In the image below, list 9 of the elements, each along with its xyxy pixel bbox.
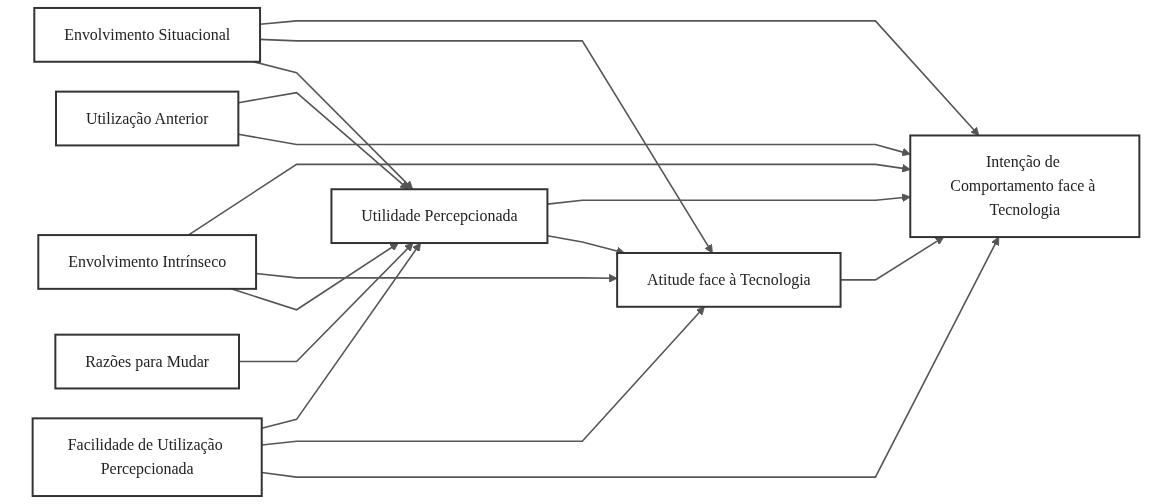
node-box: Intenção de Comportamento face à Tecnologia (909, 134, 1141, 239)
node-box: Facilidade de Utilização Percepcionada (31, 417, 263, 498)
node-box: Utilidade Percepcionada (330, 188, 549, 245)
node-box: Razões para Mudar (54, 333, 240, 390)
node-box: Envolvimento Intrínseco (37, 234, 258, 290)
node-box: Atitude face à Tecnologia (616, 252, 842, 308)
arrow (187, 163, 911, 236)
node-box: Envolvimento Situacional (33, 6, 262, 63)
node-box: Utilização Anterior (55, 90, 240, 147)
